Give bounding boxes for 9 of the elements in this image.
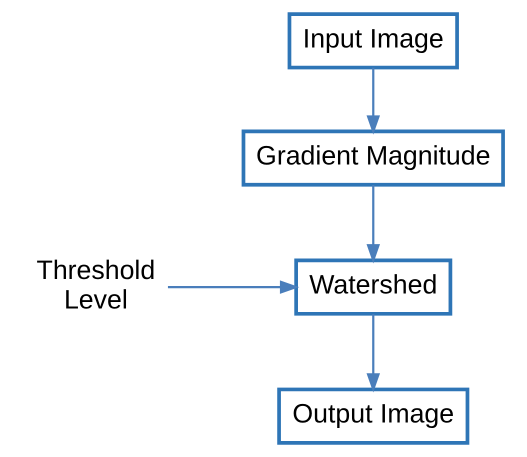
node-box: Input Image <box>288 12 459 70</box>
node-box: Watershed <box>294 258 452 316</box>
node-text: Threshold Level <box>36 254 156 314</box>
arrow <box>366 68 380 135</box>
arrow <box>366 185 380 264</box>
arrow <box>366 314 380 393</box>
arrow <box>168 280 300 294</box>
node-box: Gradient Magnitude <box>242 129 505 187</box>
node-box: Output Image <box>277 388 470 445</box>
